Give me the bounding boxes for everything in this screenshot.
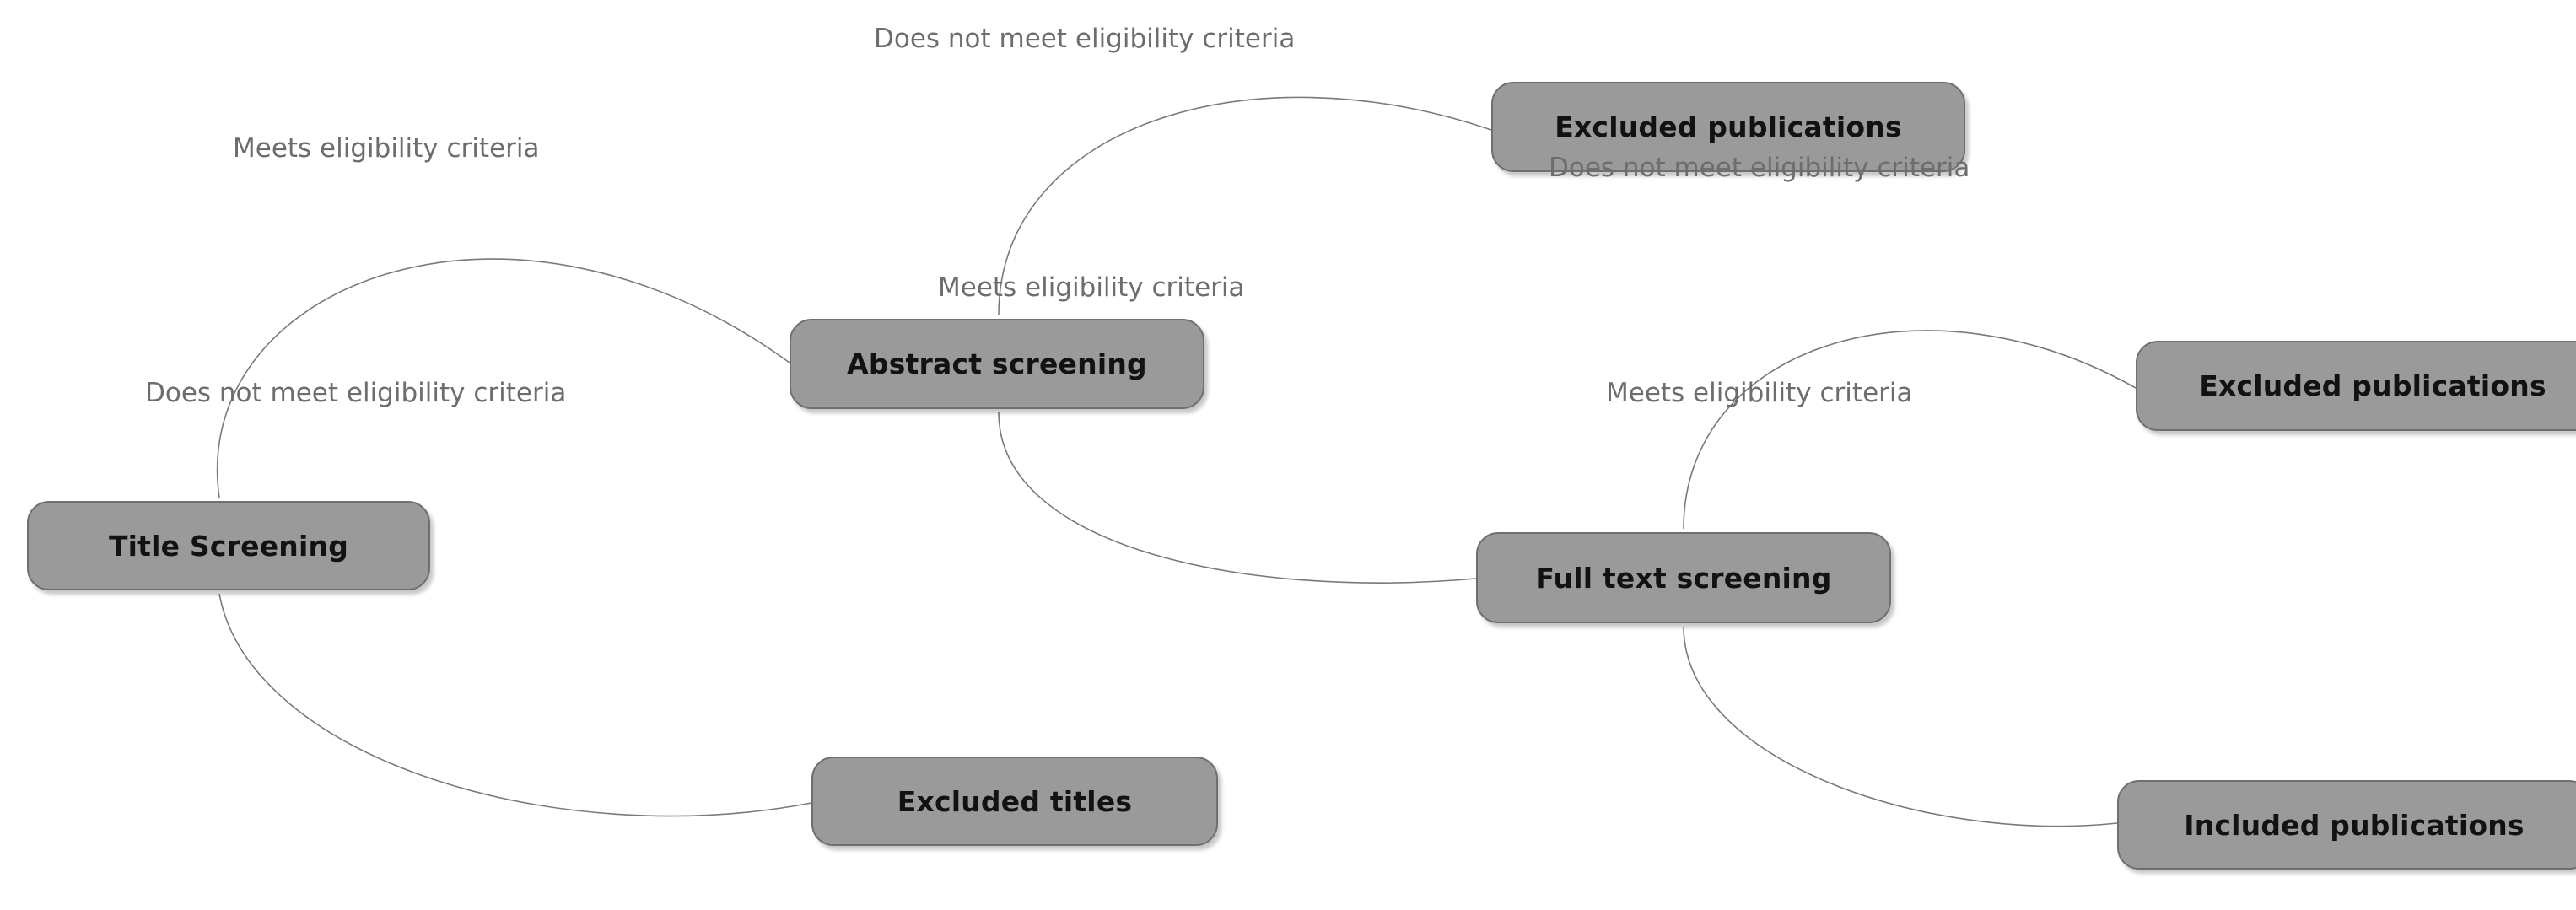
node-excluded-publications-1[interactable]: Excluded publications bbox=[1491, 82, 1965, 172]
label-abstract-excluded: Does not meet eligibility criteria bbox=[874, 24, 1296, 54]
node-included-publications[interactable]: Included publications bbox=[2117, 780, 2576, 870]
node-label: Included publications bbox=[2184, 808, 2525, 842]
node-label: Excluded publications bbox=[1555, 110, 1902, 143]
label-title-abstract: Meets eligibility criteria bbox=[233, 133, 540, 164]
node-label: Excluded publications bbox=[2199, 369, 2546, 402]
node-abstract-screening[interactable]: Abstract screening bbox=[790, 319, 1204, 409]
node-label: Abstract screening bbox=[847, 347, 1147, 380]
label-title-excluded: Does not meet eligibility criteria bbox=[145, 378, 567, 408]
node-excluded-titles[interactable]: Excluded titles bbox=[811, 757, 1218, 846]
node-label: Excluded titles bbox=[897, 784, 1133, 818]
node-label: Full text screening bbox=[1535, 561, 1832, 595]
edge-title-to-excluded-titles bbox=[219, 594, 811, 816]
label-fulltext-excluded: Does not meet eligibility criteria bbox=[1549, 153, 1970, 183]
edge-fulltext-to-excluded bbox=[1684, 331, 2136, 529]
label-fulltext-included: Meets eligibility criteria bbox=[1606, 378, 1913, 408]
label-abstract-fulltext: Meets eligibility criteria bbox=[938, 272, 1245, 303]
node-label: Title Screening bbox=[108, 529, 349, 563]
edge-abstract-to-fulltext bbox=[999, 412, 1476, 583]
edge-fulltext-to-included bbox=[1684, 627, 2117, 827]
node-title-screening[interactable]: Title Screening bbox=[27, 501, 430, 590]
node-excluded-publications-2[interactable]: Excluded publications bbox=[2136, 341, 2576, 431]
node-full-text-screening[interactable]: Full text screening bbox=[1476, 532, 1891, 623]
